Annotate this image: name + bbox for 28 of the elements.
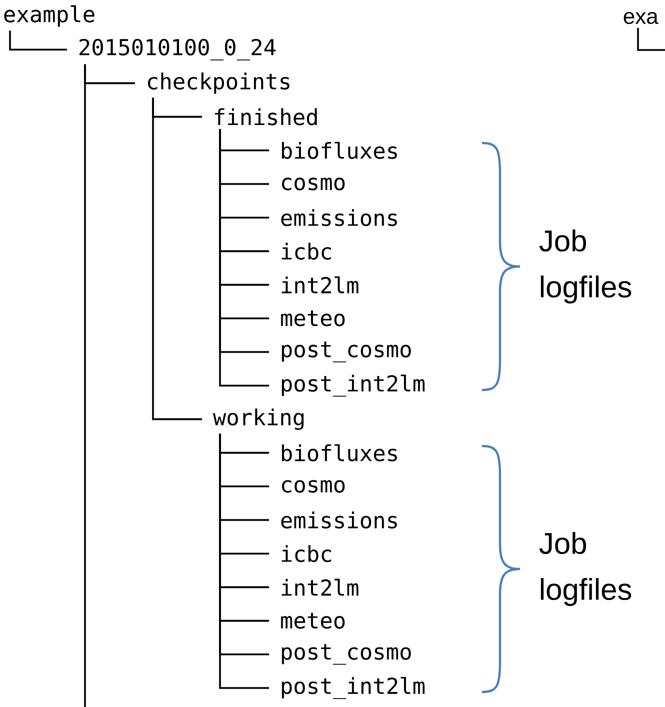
folder-name: post_int2lm [282,374,425,397]
folder-name: int2lm [282,578,358,596]
tree-line [9,30,67,50]
folder-name: post_cosmo [282,342,411,362]
folder-name: working [212,408,304,430]
folder-name: emissions [281,209,397,226]
folder-name: cosmo [282,178,345,190]
folder-name: exa [624,12,658,24]
folder-name: biofluxes [282,142,397,159]
folder-name: post_cosmo [282,644,411,665]
folder-name: icbc [282,242,332,260]
folder-name: post_int2lm [282,677,425,700]
folder-name: meteo [281,310,345,326]
tree-line [84,64,86,707]
folder-name: example [4,5,94,27]
folder-name: emissions [281,512,397,529]
folder-name: meteo [281,612,345,629]
folder-name: finished [215,108,317,126]
folder-name: int2lm [282,276,358,294]
brace-label: Job logfiles [539,230,632,304]
tree-line [152,98,202,420]
folder-name: cosmo [282,480,345,493]
folder-name: checkpoints [148,72,290,94]
folder-name: icbc [282,545,332,562]
tree-line [637,28,665,51]
brace-label: Job logfiles [539,532,632,606]
folder-name: 2015010100_0_24 [80,38,276,60]
folder-name: biofluxes [282,444,397,462]
